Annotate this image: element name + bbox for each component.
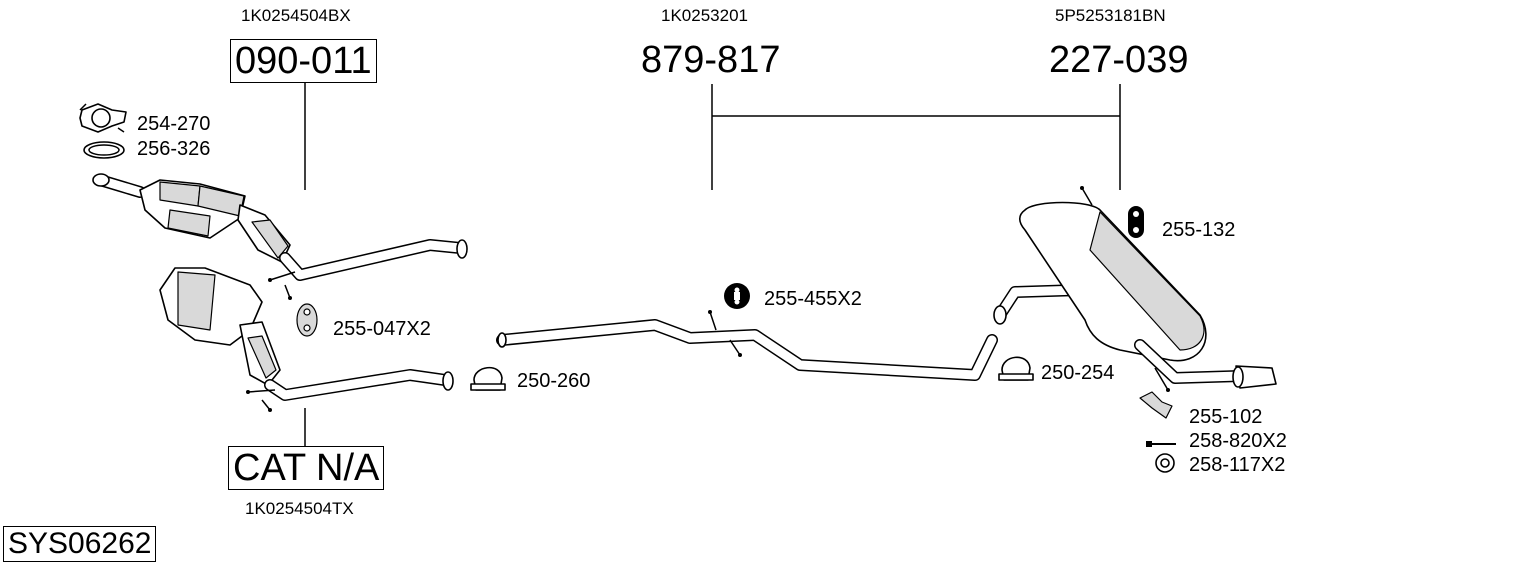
rubber-mount-middle-icon	[724, 283, 750, 309]
part-number-middle: 879-817	[641, 39, 781, 81]
accessory-label-rubber-mount-front: 255-047X2	[333, 318, 431, 340]
oe-number-front-top: 1K0254504BX	[241, 6, 351, 25]
oe-number-rear: 5P5253181BN	[1055, 6, 1166, 25]
accessory-label-clamp-rear: 250-254	[1041, 362, 1115, 384]
oe-number-front-bottom: 1K0254504TX	[245, 499, 354, 518]
washer-icon	[1155, 453, 1175, 473]
part-number-front-top: 090-011	[230, 39, 377, 83]
rubber-mount-rear-icon	[1128, 206, 1144, 238]
bolt-icon	[1146, 441, 1176, 447]
accessory-label-ring-gasket: 256-326	[137, 138, 211, 160]
accessory-label-bolt: 258-820X2	[1189, 430, 1287, 452]
part-number-rear: 227-039	[1049, 39, 1189, 81]
system-id: SYS06262	[3, 526, 157, 562]
leader-line-middle-rear	[711, 84, 1121, 190]
front-catalyst-top	[92, 173, 468, 300]
oe-number-middle: 1K0253201	[661, 6, 748, 25]
accessory-label-rubber-mount-rear: 255-132	[1162, 219, 1236, 241]
accessory-label-flange-gasket: 254-270	[137, 113, 211, 135]
flange-gasket-icon	[79, 103, 127, 133]
accessory-label-rubber-mount-middle: 255-455X2	[764, 288, 862, 310]
accessory-label-washer: 258-117X2	[1189, 454, 1286, 476]
part-number-front-bottom: CAT N/A	[228, 446, 385, 490]
rear-silencer	[993, 186, 1277, 392]
accessory-label-clamp-front: 250-260	[517, 370, 591, 392]
bracket-icon	[1139, 391, 1173, 419]
clamp-front-icon	[470, 366, 506, 391]
accessory-label-bracket: 255-102	[1189, 406, 1263, 428]
middle-pipe	[496, 310, 998, 381]
rubber-mount-front-icon	[296, 303, 318, 337]
clamp-rear-icon	[998, 356, 1034, 381]
front-catalyst-bottom	[159, 267, 454, 412]
